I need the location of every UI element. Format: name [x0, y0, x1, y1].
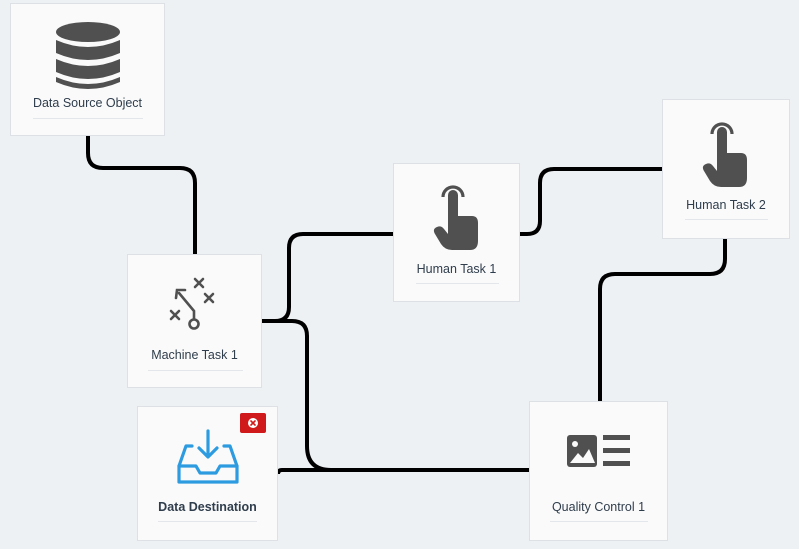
node-human-task-2[interactable]: Human Task 2: [662, 99, 790, 239]
node-machine-task-1[interactable]: Machine Task 1: [127, 254, 262, 388]
connector-humantask2-qualitycontrol1: [598, 239, 727, 401]
image-list-icon: [530, 433, 667, 469]
connector-datasource-machinetask1: [86, 136, 197, 254]
node-quality-control-1[interactable]: Quality Control 1: [529, 401, 668, 541]
label-divider: [158, 521, 257, 522]
hand-pointer-icon: [663, 120, 789, 190]
node-label: Human Task 1: [416, 262, 497, 276]
connector-humantask1-humantask2: [520, 167, 662, 236]
node-label: Data Destination: [158, 500, 257, 514]
label-divider: [148, 370, 243, 371]
strategy-icon: [128, 273, 261, 333]
node-data-source[interactable]: Data Source Object: [10, 3, 165, 136]
node-data-destination[interactable]: Data Destination: [137, 406, 278, 541]
label-divider: [685, 219, 768, 220]
node-human-task-1[interactable]: Human Task 1: [393, 163, 520, 302]
connector-machinetask1-humantask1: [262, 232, 393, 323]
error-x-icon: [248, 418, 258, 428]
label-divider: [416, 283, 499, 284]
connector-machinetask1-qualitycontrol1: [262, 319, 529, 472]
label-divider: [33, 118, 143, 119]
node-label: Human Task 2: [686, 198, 766, 212]
error-badge[interactable]: [240, 413, 266, 433]
node-label: Quality Control 1: [551, 500, 646, 514]
node-label: Data Source Object: [32, 96, 143, 110]
hand-pointer-icon: [394, 183, 519, 253]
inbox-download-icon: [138, 428, 277, 486]
database-icon: [11, 21, 164, 93]
connector-qualitycontrol1-datadestination: [276, 468, 529, 475]
label-divider: [550, 521, 648, 522]
node-label: Machine Task 1: [151, 348, 238, 362]
